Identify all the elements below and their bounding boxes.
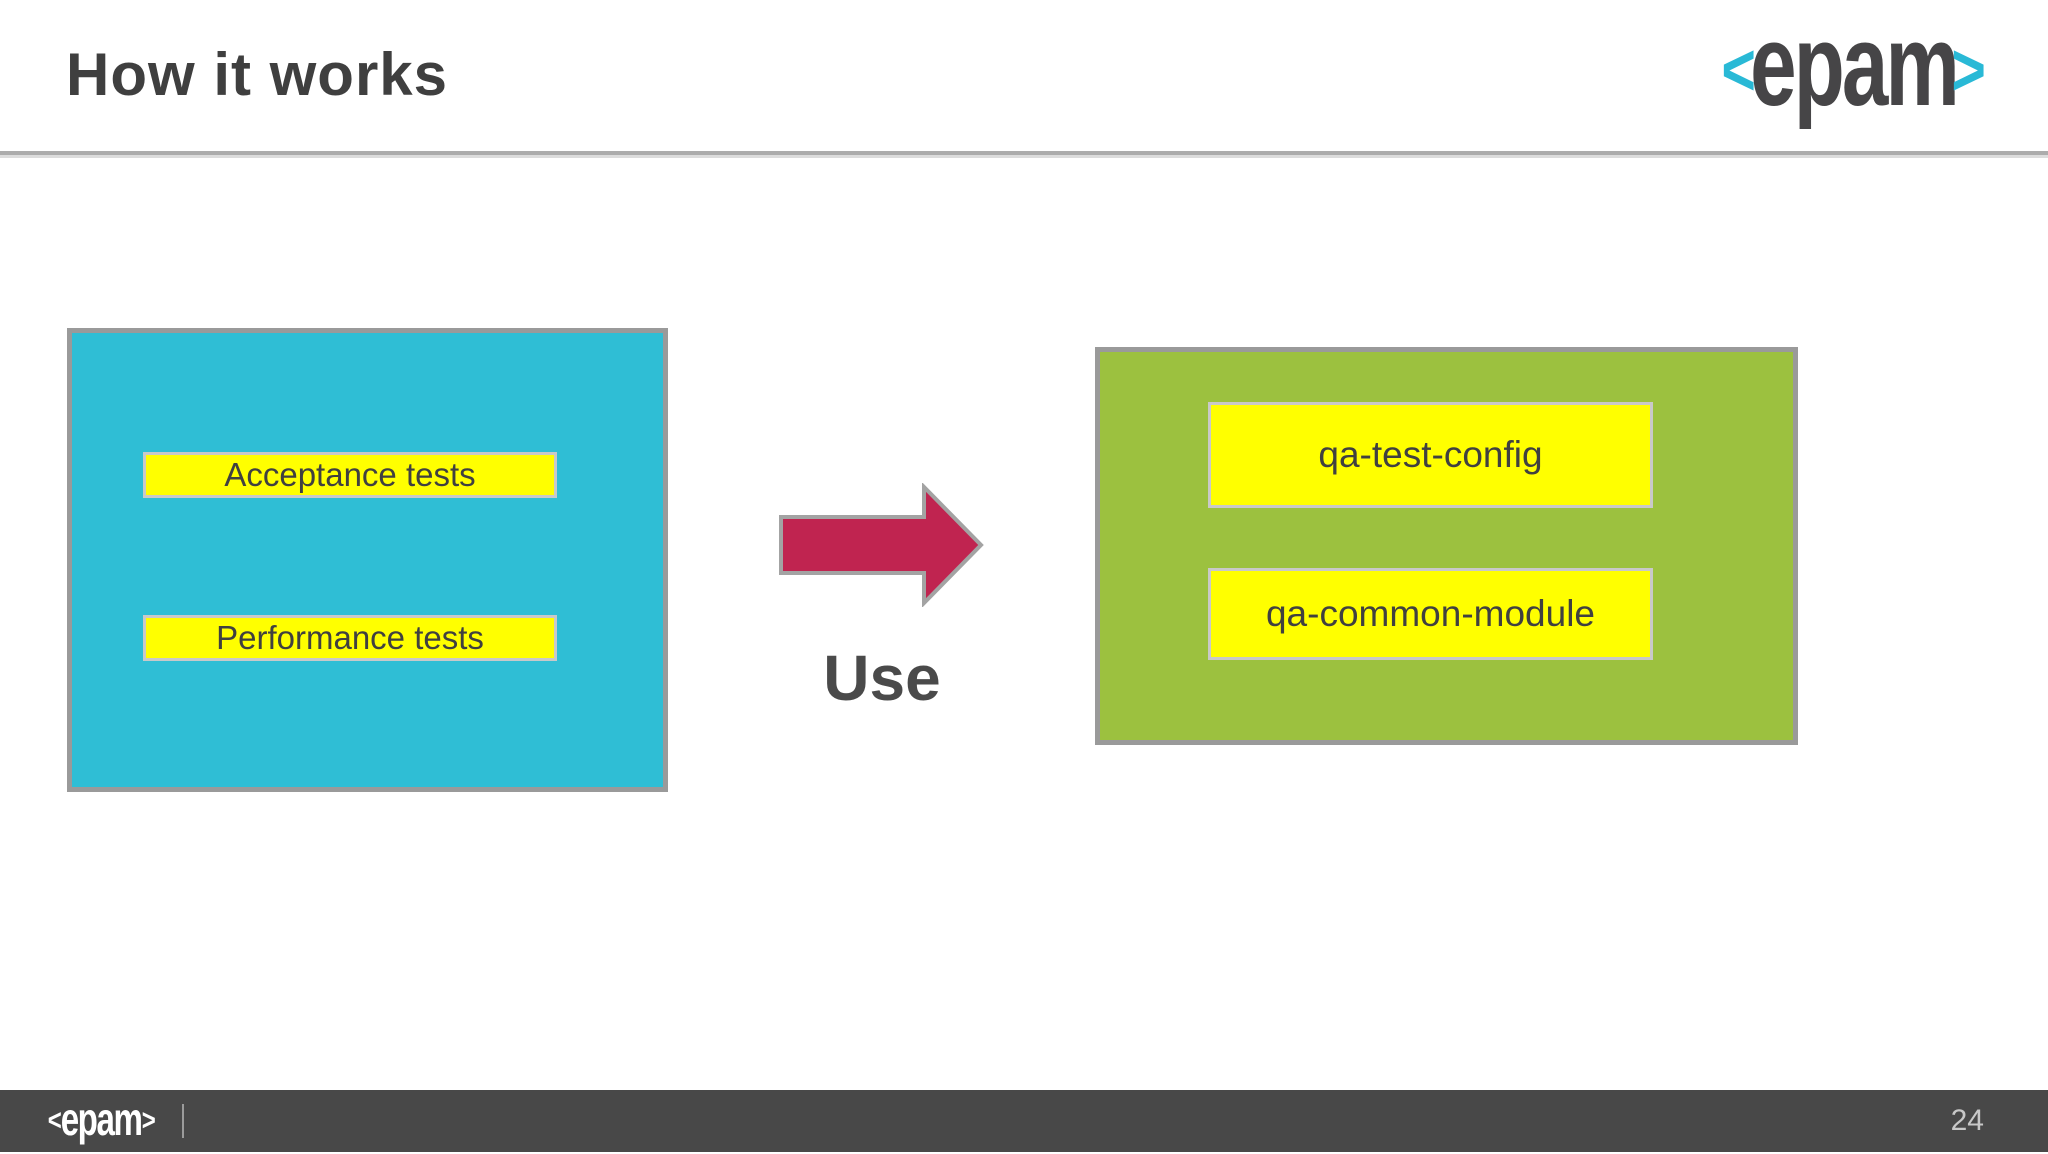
footer-epam-left-bracket-icon: < (47, 1104, 62, 1137)
page-title: How it works (66, 41, 449, 108)
footer-separator (182, 1104, 184, 1138)
epam-logo-wordmark: epam (1749, 0, 1960, 130)
tests-group-box: Acceptance tests Performance tests (67, 328, 668, 792)
right-arrow-icon (779, 483, 984, 607)
qa-test-config-label: qa-test-config (1208, 402, 1653, 508)
epam-logo-right-bracket-icon: > (1951, 28, 1986, 111)
page-number: 24 (1950, 1104, 1984, 1137)
header-divider (0, 151, 2048, 155)
use-label: Use (823, 642, 941, 714)
use-arrow (757, 483, 1007, 607)
epam-logo: < epam > (1717, 0, 1990, 130)
qa-common-module-label: qa-common-module (1208, 568, 1653, 660)
footer-bar: < epam > 24 (0, 1090, 2048, 1152)
footer-epam-wordmark: epam (61, 1093, 143, 1145)
header-divider-shadow (0, 155, 2048, 158)
footer-epam-right-bracket-icon: > (141, 1104, 156, 1137)
footer-epam-logo: < epam > (46, 1090, 157, 1152)
acceptance-tests-label: Acceptance tests (143, 452, 557, 498)
epam-logo-left-bracket-icon: < (1720, 28, 1756, 111)
performance-tests-label: Performance tests (143, 615, 557, 661)
modules-group-box: qa-test-config qa-common-module (1095, 347, 1798, 745)
